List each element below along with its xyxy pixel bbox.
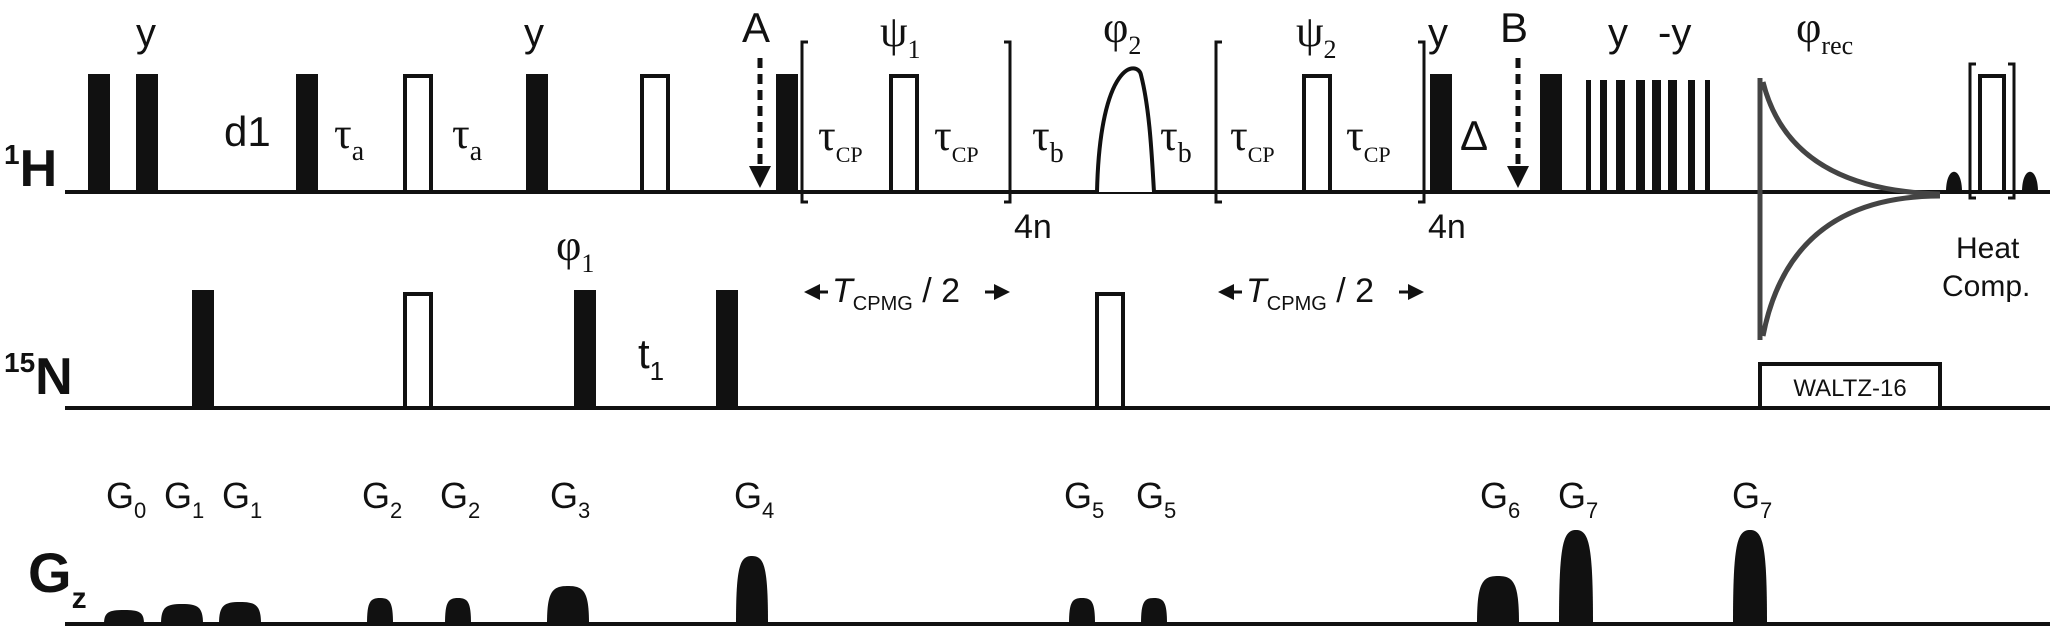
phase-y-train-label: y [1608, 11, 1628, 55]
fid-upper [1760, 81, 1941, 197]
heat-comp-pulse-left [1946, 171, 1962, 192]
heat-comp-label: Comp. [1942, 270, 2030, 303]
svg-text:TCPMG / 2: TCPMG / 2 [832, 272, 960, 315]
tau-cp-delay-label: τCP [818, 111, 863, 167]
gradient-pulse-G5 [1069, 598, 1095, 624]
point-b-arrow-head [1507, 166, 1529, 188]
phase-psi2-label: ψ2 [1296, 7, 1337, 64]
gradient-label-G5: G5 [1064, 475, 1104, 523]
tau-cp-delay-label: τCP [1346, 111, 1391, 167]
n15-90-pulse [716, 290, 738, 408]
gradient-label-G3: G3 [550, 475, 590, 523]
h1-90-pulse [88, 74, 110, 192]
gradient-label-G7: G7 [1558, 475, 1598, 523]
n15-channel-label: 15N [4, 347, 73, 406]
gradient-pulse-G5 [1141, 598, 1167, 624]
gradient-pulse-G2 [445, 598, 471, 624]
tau-a-delay-label: τa [334, 109, 365, 167]
fid-lower [1760, 193, 1941, 337]
phase-phi2-label: φ2 [1103, 3, 1141, 60]
waltz-decoupling-label: WALTZ-16 [1793, 375, 1906, 402]
tau-cp-delay-label: τCP [934, 111, 979, 167]
phase-psi1-label: ψ1 [880, 7, 921, 64]
cpmg-bracket-right-close [1418, 40, 1426, 204]
watergate-pulse [1636, 80, 1645, 192]
cpmg-bracket-left-close [1004, 40, 1012, 204]
gradient-label-G2: G2 [440, 475, 480, 523]
h1-180-pulse [403, 74, 433, 194]
gradient-pulse-G2 [367, 598, 393, 624]
gradient-label-G1: G1 [222, 475, 262, 523]
heat-comp-pulse-right [2022, 171, 2038, 192]
h1-90-pulse [296, 74, 318, 192]
h1-selective-refocusing-pulse [1095, 66, 1156, 193]
gradient-label-G6: G6 [1480, 475, 1520, 523]
waltz-decoupling-box [1758, 362, 1942, 410]
watergate-pulse [1652, 80, 1661, 192]
phase-neg-y-train-label: -y [1658, 11, 1691, 55]
h1-channel-label: 1H [4, 139, 57, 198]
watergate-pulse [1668, 80, 1677, 192]
receiver-phase-label: φrec [1796, 3, 1853, 60]
h1-90-pulse [1430, 74, 1452, 192]
phase-y-label: y [524, 11, 544, 55]
tau-a-delay-label: τa [452, 109, 483, 167]
h1-180-pulse [1302, 74, 1332, 194]
gradient-label-G0: G0 [106, 475, 146, 523]
h1-90-pulse [1540, 74, 1562, 192]
n15-180-pulse [403, 292, 433, 410]
gradient-pulse-G0 [104, 610, 144, 624]
gradient-pulse-G6 [1477, 576, 1519, 624]
gradient-pulse-G1 [219, 602, 261, 624]
point-a-arrow-head [749, 166, 771, 188]
phase-y-label: y [136, 11, 156, 55]
point-a-label: A [742, 4, 770, 51]
tau-cp-delay-label: τCP [1230, 111, 1275, 167]
cpmg-repeat-label: 4n [1428, 208, 1466, 246]
phase-y-label: y [1428, 11, 1448, 55]
gradient-pulse-G7 [1733, 530, 1767, 624]
cpmg-bracket-left-open [800, 40, 808, 204]
heat-comp-bracket-right [2008, 62, 2016, 200]
watergate-pulse [1600, 80, 1607, 192]
watergate-pulse [1688, 80, 1695, 192]
point-b-label: B [1500, 4, 1528, 51]
gradient-pulse-G3 [547, 586, 589, 624]
heat-comp-bracket-left [1968, 62, 1976, 200]
cpmg-bracket-right-open [1214, 40, 1222, 204]
n15-90-pulse [192, 290, 214, 408]
gz-channel-label: Gz [28, 541, 87, 615]
t1-evolution-label: t1 [638, 330, 664, 386]
h1-180-pulse [889, 74, 919, 194]
heat-comp-label: Heat [1956, 232, 2020, 265]
gradient-label-G5: G5 [1136, 475, 1176, 523]
h1-90-pulse [526, 74, 548, 192]
gradient-label-G2: G2 [362, 475, 402, 523]
phase-phi1-label: φ1 [556, 221, 594, 278]
gradient-label-G7: G7 [1732, 475, 1772, 523]
t-cpmg-half-label: TCPMG / 2 [1218, 272, 1424, 315]
d1-delay-label: d1 [224, 108, 271, 155]
cpmg-repeat-label: 4n [1014, 208, 1052, 246]
watergate-pulse [1586, 80, 1591, 192]
gradient-pulse-G4 [736, 556, 768, 624]
n15-180-pulse [1095, 292, 1125, 410]
gradient-label-G1: G1 [164, 475, 204, 523]
gradient-pulse-G7 [1559, 530, 1593, 624]
gradient-label-G4: G4 [734, 475, 774, 523]
tau-b-delay-label: τb [1032, 111, 1064, 169]
svg-text:TCPMG / 2: TCPMG / 2 [1246, 272, 1374, 315]
h1-90-pulse [136, 74, 158, 192]
watergate-pulse [1616, 80, 1625, 192]
h1-90-pulse [776, 74, 798, 192]
tau-b-delay-label: τb [1160, 111, 1192, 169]
watergate-pulse [1705, 80, 1710, 192]
h1-180-pulse [640, 74, 670, 194]
gradient-pulse-G1 [161, 604, 203, 624]
t-cpmg-half-label: TCPMG / 2 [804, 272, 1010, 315]
heat-comp-180-pulse [1978, 74, 2006, 194]
delta-delay-label: Δ [1460, 112, 1488, 159]
n15-90-pulse [574, 290, 596, 408]
